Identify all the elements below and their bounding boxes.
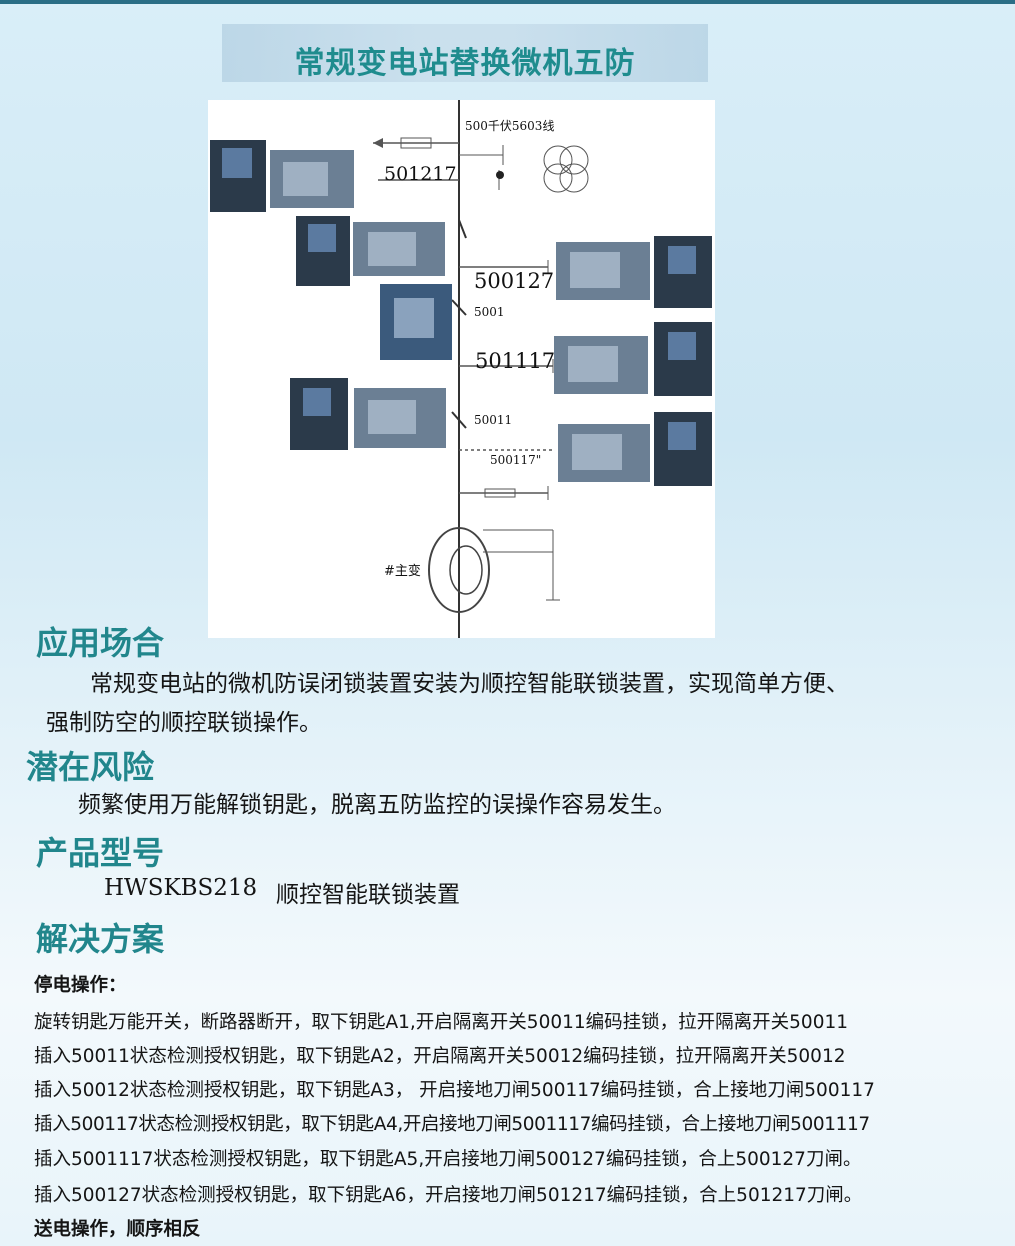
solution-subheading: 停电操作：	[34, 975, 127, 996]
switch-label-50011: 50011	[474, 413, 512, 427]
wiring-diagram: 501217 500千伏5603线 500127 5001 501117 500…	[208, 100, 715, 638]
model-code: HWSKBS218	[104, 875, 258, 901]
switch-label-501217: 501217	[384, 163, 457, 185]
application-text-line2: 强制防空的顺控联锁操作。	[46, 710, 322, 736]
application-heading: 应用场合	[36, 624, 165, 662]
solution-step-5: 插入5001117状态检测授权钥匙，取下钥匙A5,开启接地刀闸500127编码挂…	[34, 1149, 862, 1170]
line-label: 500千伏5603线	[465, 119, 554, 133]
solution-step-1: 旋转钥匙万能开关，断路器断开，取下钥匙A1,开启隔离开关50011编码挂锁，拉开…	[34, 1012, 849, 1033]
lock-image-f	[554, 322, 712, 396]
diagram-svg: 501217 500千伏5603线 500127 5001 501117 500…	[210, 100, 712, 638]
solution-step-3: 插入50012状态检测授权钥匙，取下钥匙A3， 开启接地刀闸500117编码挂锁…	[34, 1080, 875, 1101]
lock-image-g	[558, 412, 712, 486]
solution-step-6: 插入500127状态检测授权钥匙，取下钥匙A6，开启接地刀闸501217编码挂锁…	[34, 1185, 863, 1206]
lock-image-a	[210, 140, 354, 212]
switch-label-5001: 5001	[474, 305, 505, 319]
lock-image-d	[290, 378, 446, 450]
lock-image-b	[296, 216, 445, 286]
model-name: 顺控智能联锁装置	[276, 882, 460, 908]
switch-label-500117: 500117"	[490, 453, 541, 467]
solution-footer: 送电操作，顺序相反	[34, 1219, 201, 1240]
title-banner	[222, 24, 708, 82]
solution-heading: 解决方案	[36, 920, 165, 958]
transformer-label: #主变	[384, 563, 421, 579]
risk-text: 频繁使用万能解锁钥匙，脱离五防监控的误操作容易发生。	[78, 792, 676, 818]
top-rule	[0, 0, 1015, 4]
lock-image-e	[556, 236, 712, 308]
solution-step-4: 插入500117状态检测授权钥匙，取下钥匙A4,开启接地刀闸5001117编码挂…	[34, 1114, 870, 1135]
solution-step-2: 插入50011状态检测授权钥匙，取下钥匙A2，开启隔离开关50012编码挂锁，拉…	[34, 1046, 846, 1067]
page-title: 常规变电站替换微机五防	[294, 46, 636, 81]
application-text-line1: 常规变电站的微机防误闭锁装置安装为顺控智能联锁装置，实现简单方便、	[90, 671, 849, 697]
switch-label-501117: 501117	[475, 349, 555, 373]
model-heading: 产品型号	[36, 834, 165, 872]
risk-heading: 潜在风险	[26, 748, 155, 786]
lock-image-c	[380, 284, 452, 360]
switch-label-500127: 500127	[474, 269, 554, 293]
transformer-symbol	[428, 527, 490, 613]
